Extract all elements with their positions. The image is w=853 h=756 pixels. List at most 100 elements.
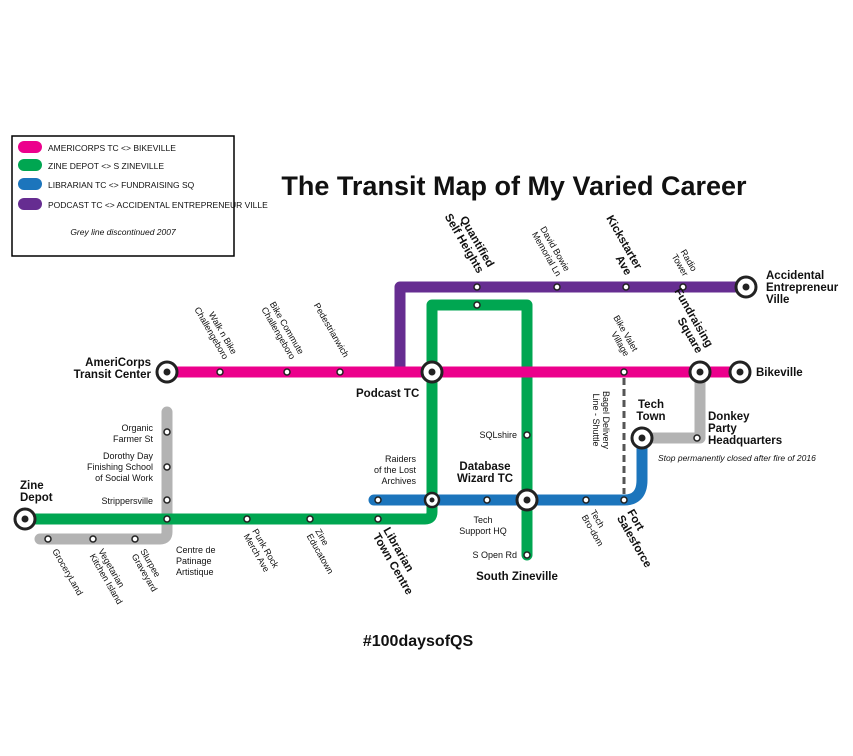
stop-zine-educatown xyxy=(306,515,314,523)
station-bikeville xyxy=(728,360,752,384)
hashtag: #100daysofQS xyxy=(363,633,474,650)
label-line: Headquarters xyxy=(708,435,782,447)
small-stops xyxy=(44,283,701,559)
label-fundraising: FundraisingSquare xyxy=(661,287,715,356)
label-quantified: QuantifiedSelf Heights xyxy=(442,206,496,276)
label-line: of Social Work xyxy=(95,473,153,483)
label-line: Artistique xyxy=(176,567,214,577)
stop-tech-bro-dom xyxy=(582,496,590,504)
legend-box xyxy=(11,135,235,257)
label-line: Tech xyxy=(473,515,492,525)
stop-dorothy-day xyxy=(163,463,171,471)
stop-sqlshire xyxy=(523,431,531,439)
label-south-zineville: South Zineville xyxy=(476,571,558,583)
label-slurpee: SlurpeeGraveyard xyxy=(130,547,168,593)
label-donkey-note: Stop permanently closed after fire of 20… xyxy=(658,453,816,463)
label-line: Zine xyxy=(20,480,44,492)
label-line: Archives xyxy=(381,476,416,486)
label-line: Ville xyxy=(766,294,789,306)
label-vegetarian: VegetarianKitchen Island xyxy=(88,547,134,606)
legend-swatch-purple xyxy=(18,198,42,210)
stop-centre-patinage xyxy=(163,515,171,523)
station-database-wizard xyxy=(515,488,539,512)
label-zine-educatown: ZineEducatown xyxy=(305,527,345,576)
label-line: Bagel Delivery xyxy=(601,391,611,450)
label-line: Transit Center xyxy=(74,369,152,381)
stop-walk-n-bike xyxy=(216,368,224,376)
station-podcast-tc xyxy=(420,360,444,384)
label-line: Tech xyxy=(638,399,664,411)
map-title: The Transit Map of My Varied Career xyxy=(281,171,747,201)
legend-label-green: ZINE DEPOT <> S ZINEVILLE xyxy=(48,161,164,171)
stop-fort-salesforce xyxy=(620,496,628,504)
stop-s-open-rd xyxy=(523,551,531,559)
legend-note: Grey line discontinued 2007 xyxy=(70,227,176,237)
station-zine-depot xyxy=(13,507,37,531)
legend-label-blue: LIBRARIAN TC <> FUNDRAISING SQ xyxy=(48,180,195,190)
stop-green-top xyxy=(473,301,481,309)
station-accidental xyxy=(734,275,758,299)
stop-punk-rock xyxy=(243,515,251,523)
station-fundraising xyxy=(688,360,712,384)
stop-quantified xyxy=(473,283,481,291)
label-line: Entrepreneur xyxy=(766,282,839,294)
label-kickstarter: KickstarterAve xyxy=(593,213,644,277)
legend: AMERICORPS TC <> BIKEVILLE ZINE DEPOT <>… xyxy=(11,135,268,257)
stop-bike-valet xyxy=(620,368,628,376)
stop-david-bowie xyxy=(553,283,561,291)
label-strippersville: Strippersville xyxy=(101,496,153,506)
label-line: Depot xyxy=(20,492,53,504)
label-sqlshire: SQLshire xyxy=(479,430,517,440)
stop-organic xyxy=(163,428,171,436)
label-line: Support HQ xyxy=(459,526,507,536)
stop-strippersville xyxy=(163,496,171,504)
stop-tech-support xyxy=(483,496,491,504)
label-punk-rock: Punk RockMerch Ave xyxy=(242,527,281,575)
label-line: Accidental xyxy=(766,270,824,282)
label-line: Centre de xyxy=(176,545,216,555)
transfer-stations xyxy=(13,275,758,531)
label-bagel: Bagel DeliveryLine - Shuttle xyxy=(591,391,611,450)
legend-swatch-pink xyxy=(18,141,42,153)
label-radio-tower: RadioTower xyxy=(670,247,699,278)
stop-raiders xyxy=(374,496,382,504)
stop-vegetarian xyxy=(89,535,97,543)
legend-label-pink: AMERICORPS TC <> BIKEVILLE xyxy=(48,143,176,153)
label-pedestrianwich: Pedestrianwich xyxy=(312,301,351,359)
station-librarian-junction xyxy=(423,491,441,509)
label-line: Town xyxy=(636,411,665,423)
label-line: Party xyxy=(708,423,737,435)
station-americorps xyxy=(155,360,179,384)
station-tech-town xyxy=(630,426,654,450)
green-line xyxy=(19,299,533,561)
label-line: Wizard TC xyxy=(457,473,513,485)
label-david-bowie: David BowieMemorial Ln xyxy=(530,225,572,278)
label-line: Donkey xyxy=(708,411,750,423)
legend-swatch-blue xyxy=(18,178,42,190)
label-line: Database xyxy=(459,461,510,473)
stop-slurpee xyxy=(131,535,139,543)
label-line: Patinage xyxy=(176,556,212,566)
label-podcast-tc: Podcast TC xyxy=(356,388,419,400)
stop-donkey-party xyxy=(693,434,701,442)
label-bike-valet: Bike ValetVillage xyxy=(603,313,640,358)
stop-groceryland xyxy=(44,535,52,543)
stop-pedestrianwich xyxy=(336,368,344,376)
label-groceryland: GroceryLand xyxy=(50,547,85,597)
stop-bike-commute xyxy=(283,368,291,376)
stop-kickstarter xyxy=(622,283,630,291)
stop-radio-tower xyxy=(679,283,687,291)
label-line: Line - Shuttle xyxy=(591,393,601,446)
